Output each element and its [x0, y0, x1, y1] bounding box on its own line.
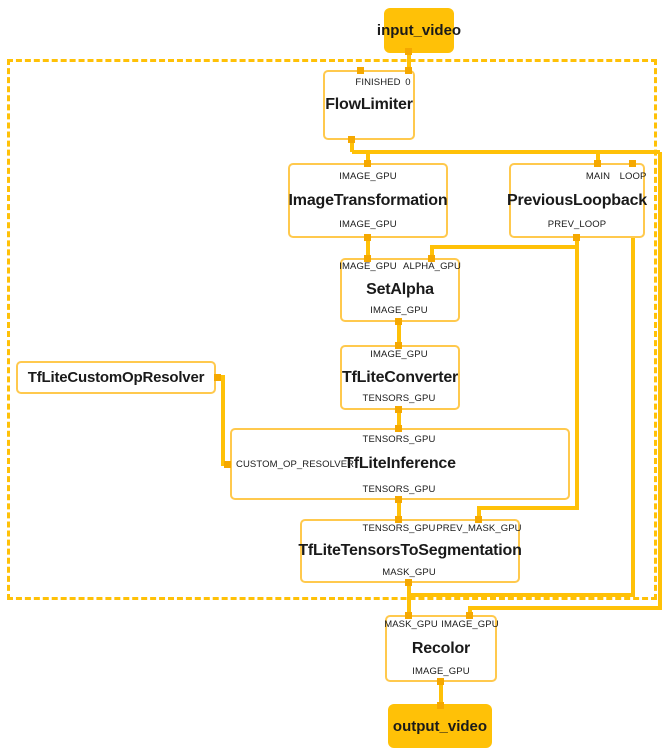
- node-recolor-label: Recolor: [411, 639, 471, 657]
- port-label-previousloopback-main: MAIN: [585, 171, 611, 182]
- port-flowlimiter-finished-in[interactable]: [357, 67, 364, 74]
- node-tflite-inference-label: TfLiteInference: [344, 455, 456, 472]
- terminal-input-video-label: input_video: [376, 22, 462, 39]
- port-label-previousloopback-prevloop: PREV_LOOP: [547, 219, 607, 230]
- port-label-setalpha-alpha-in: ALPHA_GPU: [403, 261, 461, 272]
- port-flowlimiter-0-in[interactable]: [405, 67, 412, 74]
- port-setalpha-alpha-in[interactable]: [428, 255, 435, 262]
- port-setalpha-image-in[interactable]: [364, 255, 371, 262]
- port-recolor-out[interactable]: [437, 678, 444, 685]
- port-label-recolor-out: IMAGE_GPU: [412, 666, 470, 677]
- port-label-tfliteinference-customopresolver-in: CUSTOM_OP_RESOLVER: [236, 459, 355, 470]
- port-label-tfliteconverter-in: IMAGE_GPU: [370, 349, 428, 360]
- port-segmentation-prevmask-in[interactable]: [475, 516, 482, 523]
- node-tflite-custom-op-resolver[interactable]: TfLiteCustomOpResolver: [16, 361, 216, 394]
- node-flow-limiter-label: FlowLimiter: [325, 96, 413, 113]
- port-flowlimiter-out[interactable]: [348, 136, 355, 143]
- port-tfliteconverter-out[interactable]: [395, 406, 402, 413]
- port-segmentation-tensors-in[interactable]: [395, 516, 402, 523]
- port-label-previousloopback-loop: LOOP: [619, 171, 647, 182]
- port-label-setalpha-image-in: IMAGE_GPU: [339, 261, 397, 272]
- node-flow-limiter[interactable]: FlowLimiter: [323, 70, 415, 140]
- port-label-flowlimiter-finished: FINISHED: [355, 77, 401, 88]
- node-tflite-tensors-to-segmentation-label: TfLiteTensorsToSegmentation: [298, 542, 522, 559]
- port-customopresolver-out[interactable]: [214, 374, 221, 381]
- port-label-setalpha-out: IMAGE_GPU: [370, 305, 428, 316]
- port-tfliteinference-customopresolver-in[interactable]: [224, 461, 231, 468]
- port-label-segmentation-tensors-in: TENSORS_GPU: [362, 523, 436, 534]
- node-previous-loopback-label: PreviousLoopback: [507, 191, 647, 209]
- terminal-input-video[interactable]: input_video: [377, 8, 461, 53]
- port-label-tfliteinference-tensors-in: TENSORS_GPU: [362, 434, 436, 445]
- port-label-tfliteinference-out: TENSORS_GPU: [362, 484, 436, 495]
- port-label-recolor-image-in: IMAGE_GPU: [441, 619, 499, 630]
- port-recolor-mask-in[interactable]: [405, 612, 412, 619]
- node-set-alpha-label: SetAlpha: [366, 281, 434, 298]
- terminal-output-video[interactable]: output_video: [388, 704, 492, 748]
- port-input-video-out[interactable]: [405, 48, 412, 55]
- port-label-imagetransformation-out: IMAGE_GPU: [339, 219, 397, 230]
- port-label-recolor-mask-in: MASK_GPU: [384, 619, 438, 630]
- node-tflite-custom-op-resolver-label: TfLiteCustomOpResolver: [27, 369, 205, 386]
- terminal-output-video-label: output_video: [392, 717, 488, 735]
- port-segmentation-out[interactable]: [405, 579, 412, 586]
- port-label-flowlimiter-0: 0: [405, 77, 411, 88]
- port-setalpha-out[interactable]: [395, 318, 402, 325]
- port-label-segmentation-out: MASK_GPU: [382, 567, 436, 578]
- port-tfliteconverter-in[interactable]: [395, 342, 402, 349]
- port-previousloopback-loop-in[interactable]: [629, 160, 636, 167]
- port-imagetransformation-out[interactable]: [364, 234, 371, 241]
- port-previousloopback-main-in[interactable]: [594, 160, 601, 167]
- port-previousloopback-prevloop-out[interactable]: [573, 234, 580, 241]
- port-label-segmentation-prevmask-in: PREV_MASK_GPU: [436, 523, 522, 534]
- port-imagetransformation-in[interactable]: [364, 160, 371, 167]
- node-tflite-converter-label: TfLiteConverter: [341, 368, 459, 386]
- port-recolor-image-in[interactable]: [466, 612, 473, 619]
- port-tfliteinference-out[interactable]: [395, 496, 402, 503]
- port-label-tfliteconverter-out: TENSORS_GPU: [362, 393, 436, 404]
- port-output-video-in[interactable]: [437, 702, 444, 709]
- port-tfliteinference-tensors-in[interactable]: [395, 425, 402, 432]
- node-image-transformation-label: ImageTransformation: [288, 191, 448, 209]
- port-label-imagetransformation-in: IMAGE_GPU: [339, 171, 397, 182]
